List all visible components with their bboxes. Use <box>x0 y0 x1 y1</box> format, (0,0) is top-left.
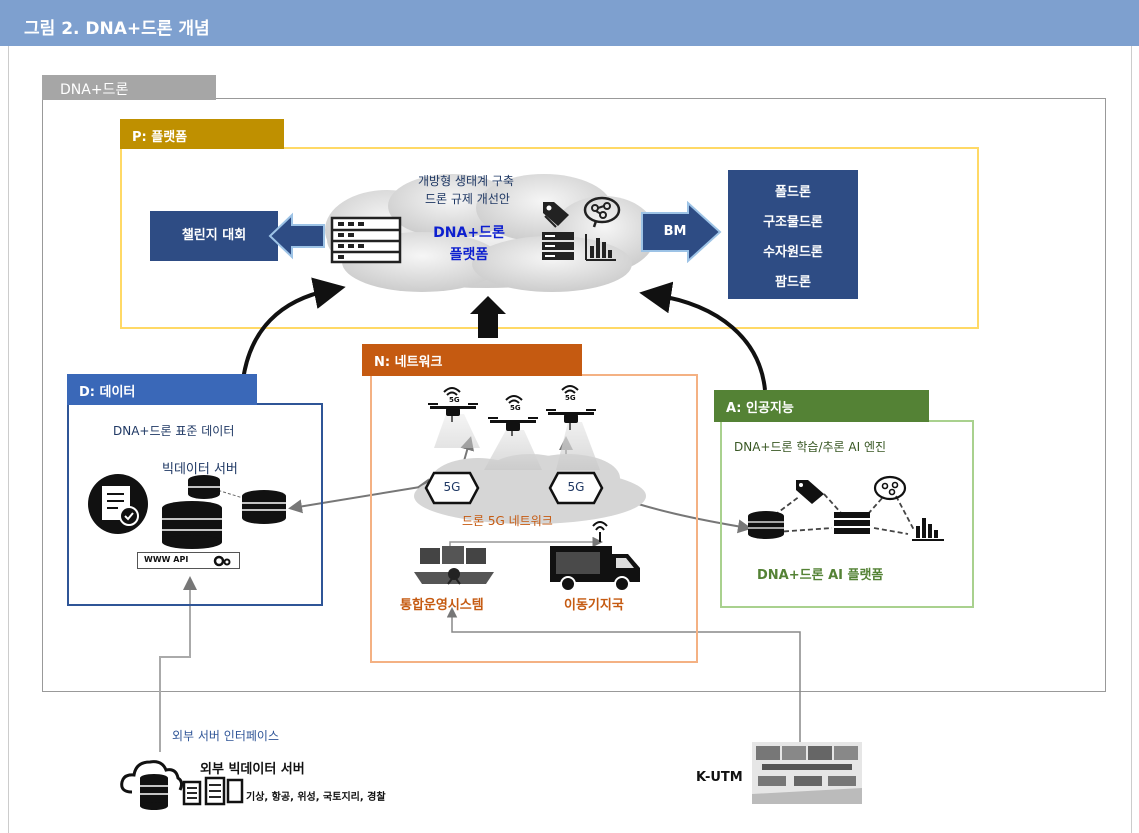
ai-label: A: 인공지능 <box>714 390 929 422</box>
bar-chart-icon <box>585 234 616 261</box>
drone-5g-badge-3: 5G <box>565 394 576 402</box>
api-label: WWW API <box>144 555 189 564</box>
external-cloud-db-icon <box>120 760 244 810</box>
hex-5g-left-label: 5G <box>443 480 461 494</box>
figure-frame <box>8 46 1132 833</box>
bm-label: BM <box>663 224 687 239</box>
platform-box <box>120 147 979 329</box>
k-utm-label: K-UTM <box>696 770 743 785</box>
dna-drone-tab: DNA+드론 <box>42 75 216 100</box>
drone-icons <box>428 385 600 470</box>
api-gear-icon <box>213 555 231 567</box>
drone-5g-badge-2: 5G <box>510 404 521 412</box>
database-cluster-icon <box>162 475 286 549</box>
ai-platform-label: DNA+드론 AI 플랫폼 <box>757 568 884 583</box>
monitor-check-icon <box>88 474 148 534</box>
hex-5g-left <box>424 471 480 505</box>
k-utm-control-room-image <box>752 742 862 804</box>
brain-icon <box>583 196 621 228</box>
bigdata-server-text: 빅데이터 서버 <box>162 462 238 477</box>
dna-drone-frame <box>42 98 1106 692</box>
hex-5g-right-label: 5G <box>567 480 585 494</box>
drone-types-box: 폴드론 구조물드론 수자원드론 팜드론 <box>728 170 858 299</box>
mobile-station-label: 이동기지국 <box>564 598 624 613</box>
platform-regulation-text: 드론 규제 개선안 <box>425 192 510 206</box>
bm-arrow <box>641 201 722 263</box>
challenge-box: 챌린지 대회 <box>150 211 278 261</box>
network-label: N: 네트워크 <box>362 344 582 376</box>
drone-type-farm: 팜드론 <box>775 275 811 290</box>
tag-icon <box>543 202 569 228</box>
hex-5g-right <box>548 471 604 505</box>
platform-center-line2: 플랫폼 <box>449 247 489 263</box>
server-rack-icon <box>330 216 402 264</box>
figure-title: 그림 2. DNA+드론 개념 <box>0 0 1139 46</box>
drone-type-water: 수자원드론 <box>763 245 823 260</box>
data-standard-text: DNA+드론 표준 데이터 <box>113 424 235 438</box>
platform-label: P: 플랫폼 <box>120 119 284 149</box>
external-sources-label: 기상, 항공, 위성, 국토지리, 경찰 <box>246 792 386 803</box>
challenge-arrow <box>268 212 325 260</box>
drone-5g-badge-1: 5G <box>449 396 460 404</box>
api-bar <box>137 552 240 569</box>
platform-center-line1: DNA+드론 <box>433 225 505 241</box>
data-label: D: 데이터 <box>67 374 257 405</box>
mobile-station-van-icon <box>550 521 640 592</box>
server-stack-icon <box>542 232 574 260</box>
integrated-ops-label: 통합운영시스템 <box>400 598 484 613</box>
platform-ecosystem-text: 개방형 생태계 구축 <box>418 174 514 188</box>
operations-center-icon <box>414 546 494 585</box>
drone-type-structure: 구조물드론 <box>763 215 823 230</box>
external-interface-label: 외부 서버 인터페이스 <box>172 729 279 743</box>
ai-network-icons <box>748 475 944 541</box>
drone-5g-network-label: 드론 5G 네트워크 <box>462 514 553 528</box>
ai-engine-text: DNA+드론 학습/추론 AI 엔진 <box>734 440 887 454</box>
drone-type-pole: 폴드론 <box>775 185 811 200</box>
external-bigdata-server-label: 외부 빅데이터 서버 <box>200 762 305 777</box>
